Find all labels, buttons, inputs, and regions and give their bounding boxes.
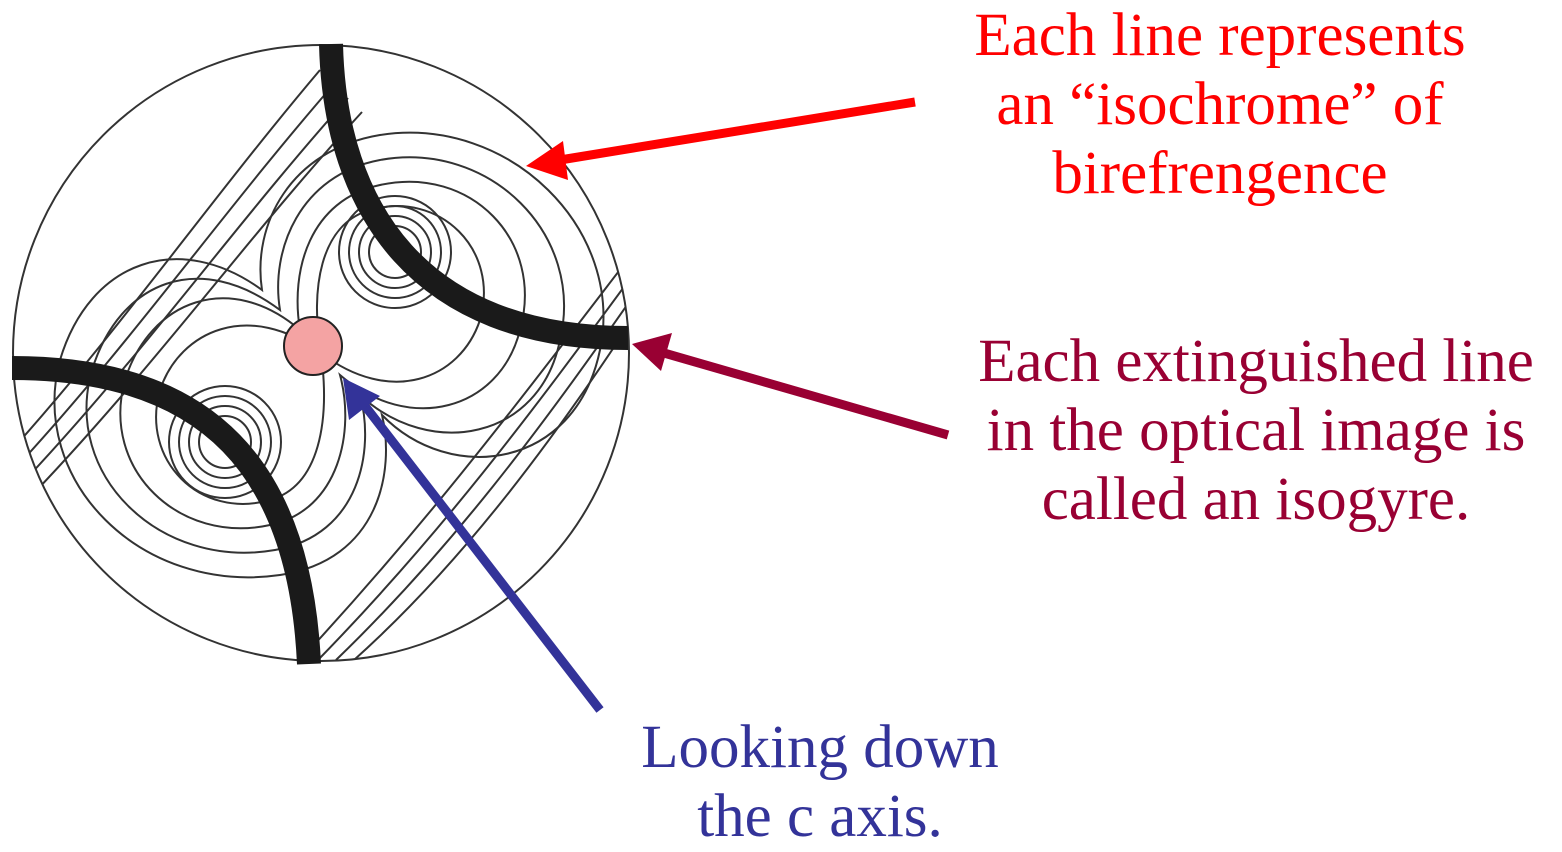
isochrome-label-line-1: Each line represents — [974, 2, 1466, 69]
isochrome-label-line-3: birefrengence — [1052, 139, 1388, 207]
isogyre-label-line-2: in the optical image is — [986, 396, 1526, 464]
melatope-rings-lower — [168, 385, 282, 499]
arrow-c-axis — [343, 378, 604, 713]
arrow-isochrome — [526, 97, 916, 180]
c-axis-label-line-1: Looking down — [641, 714, 999, 781]
melatope-rings-upper — [338, 195, 452, 309]
isogyre-label-line-3: called an isogyre. — [1041, 465, 1471, 533]
c-axis-label: Looking down the c axis. — [590, 714, 1050, 852]
isochrome-label: Each line represents an “isochrome” of b… — [930, 2, 1510, 209]
c-axis-label-line-2: the c axis. — [697, 782, 943, 850]
isogyres — [11, 43, 629, 665]
isogyre-label: Each extinguished line in the optical im… — [950, 328, 1562, 535]
arrow-isogyre — [632, 333, 950, 440]
isochrome-label-line-2: an “isochrome” of — [996, 70, 1444, 138]
isogyre-lower-left — [11, 356, 321, 665]
isogyre-label-line-1: Each extinguished line — [978, 328, 1534, 395]
isochrome-outer-lower-right — [299, 253, 629, 661]
optic-axis-point — [283, 316, 343, 376]
isogyre-upper-right — [319, 43, 629, 350]
